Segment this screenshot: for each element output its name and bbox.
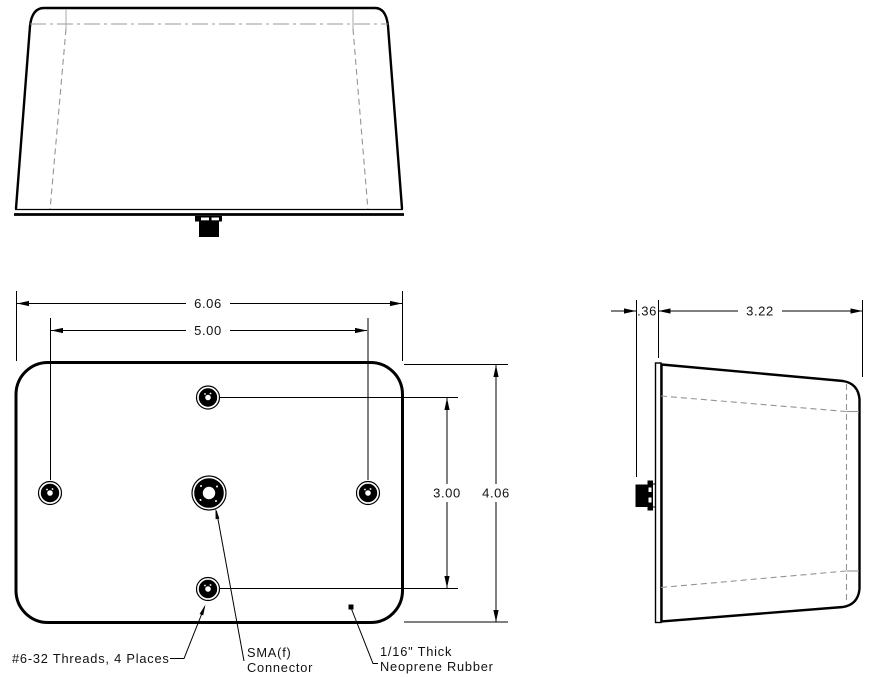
leader-sma xyxy=(215,508,245,662)
bottom-sma-connector xyxy=(191,475,227,511)
dim-overall-width-text: 6.06 xyxy=(194,296,222,311)
front-sma-connector xyxy=(195,216,222,237)
label-sma-line1: SMA(f) xyxy=(247,645,292,660)
front-dome-outline xyxy=(14,6,404,210)
front-view xyxy=(14,6,404,237)
dim-hole-spacing-height-text: 3.00 xyxy=(433,486,461,501)
dim-connector-protrusion: .36 xyxy=(611,304,657,319)
dim-hole-spacing-width: 5.00 xyxy=(51,323,367,338)
front-hidden-right xyxy=(352,28,369,211)
label-sma-line2: Connector xyxy=(247,660,313,675)
screw-hole-right xyxy=(355,480,381,506)
dim-hole-spacing-height: 3.00 xyxy=(433,398,461,588)
label-rubber-line1: 1/16" Thick xyxy=(380,644,452,659)
dim-body-depth: 3.22 xyxy=(658,304,863,319)
leader-rubber xyxy=(348,604,378,664)
bottom-view: 6.06 5.00 3.00 4.06 xyxy=(12,291,510,675)
side-view: .36 3.22 xyxy=(611,300,863,624)
label-rubber-line2: Neoprene Rubber xyxy=(380,659,494,674)
screw-hole-top xyxy=(195,385,221,410)
dim-body-depth-text: 3.22 xyxy=(746,304,774,319)
side-baseplate xyxy=(654,362,662,624)
screw-hole-left xyxy=(37,480,63,506)
dim-overall-width: 6.06 xyxy=(17,296,402,311)
side-hidden-top xyxy=(660,395,847,413)
dim-hole-spacing-width-text: 5.00 xyxy=(194,323,222,338)
dim-connector-protrusion-text: .36 xyxy=(637,304,657,319)
side-body-outline xyxy=(660,363,861,623)
bottom-body-outline xyxy=(14,361,404,624)
dim-overall-height: 4.06 xyxy=(482,365,510,622)
dim-overall-height-text: 4.06 xyxy=(482,486,510,501)
front-hidden-left xyxy=(49,28,67,211)
leader-threads xyxy=(170,604,206,659)
side-sma-connector xyxy=(635,480,656,511)
side-hidden-bottom xyxy=(660,570,847,589)
screw-hole-bottom xyxy=(195,576,221,602)
label-threads: #6-32 Threads, 4 Places xyxy=(12,651,170,666)
